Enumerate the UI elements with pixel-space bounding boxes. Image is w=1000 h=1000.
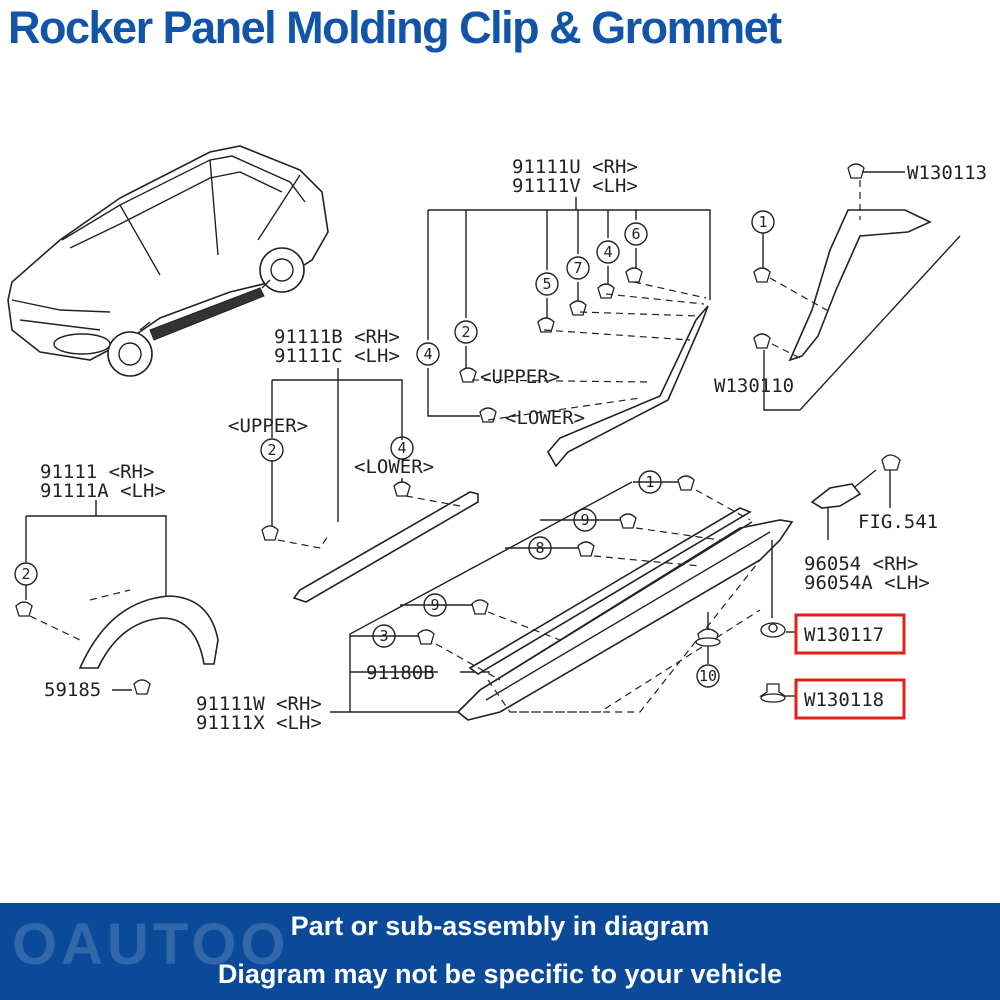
callout-9-b: 9	[430, 596, 439, 614]
watermark-logo: OAUTOO	[12, 912, 290, 977]
callout-2-mid: 2	[461, 323, 470, 341]
parts-diagram: 91111U <RH> 91111V <LH> 4 2 5 7 4 6 <UPP…	[7, 145, 987, 734]
part-number-w130118: W130118	[804, 689, 884, 711]
part-number-w130113: W130113	[907, 162, 987, 184]
callout-2-left: 2	[267, 441, 276, 459]
part-number-96054: 96054 <RH>	[804, 553, 918, 575]
part-number-91111w: 91111W <RH>	[196, 693, 322, 715]
callout-2-arch: 2	[21, 565, 30, 583]
rocker-panel-group: 1 9 8 9 3 91180B 91111W <RH> 91111X <LH>	[196, 470, 794, 734]
callout-4-b: 4	[603, 243, 612, 261]
callout-4-left: 4	[397, 439, 406, 457]
label-upper-left: <UPPER>	[228, 415, 308, 437]
figure-ref-541: FIG.541	[858, 511, 938, 533]
part-number-59185: 59185	[44, 679, 101, 701]
part-number-91111a: 91111A <LH>	[40, 480, 166, 502]
callout-8: 8	[535, 539, 544, 557]
part-number-91111v: 91111V <LH>	[512, 175, 638, 197]
part-number-96054a: 96054A <LH>	[804, 572, 930, 594]
fender-flare-group: W130113 1 W130110	[714, 162, 987, 411]
label-lower-mid: <LOWER>	[505, 407, 585, 429]
part-number-91111u: 91111U <RH>	[512, 156, 638, 178]
callout-1-rear: 1	[758, 213, 767, 231]
bracket-group: FIG.541 96054 <RH> 96054A <LH> W130117 W…	[758, 454, 938, 720]
label-upper-mid: <UPPER>	[480, 366, 560, 388]
callout-3: 3	[379, 627, 388, 645]
callout-9-a: 9	[580, 511, 589, 529]
callout-4-mid-top: 4	[423, 345, 432, 363]
upper-molding-group: 91111U <RH> 91111V <LH> 4 2 5 7 4 6 <UPP…	[416, 156, 711, 468]
footer-banner: OAUTOO Part or sub-assembly in diagram D…	[0, 903, 1000, 1000]
label-lower-left: <LOWER>	[354, 456, 434, 478]
highlight-box-w130117	[794, 613, 906, 655]
car-illustration	[7, 145, 329, 377]
part-number-91111b: 91111B <RH>	[274, 326, 400, 348]
footer-line-2: Diagram may not be specific to your vehi…	[217, 959, 783, 989]
part-number-w130117: W130117	[804, 624, 884, 646]
part-number-91111x: 91111X <LH>	[196, 712, 322, 734]
callout-6: 6	[631, 225, 640, 243]
part-number-91111: 91111 <RH>	[40, 461, 154, 483]
page-title: Rocker Panel Molding Clip & Grommet	[8, 2, 782, 53]
left-molding-group: 91111B <RH> 91111C <LH> <UPPER> 2 4 <LOW…	[228, 326, 479, 603]
callout-10: 10	[699, 667, 717, 685]
callout-1-main: 1	[645, 473, 654, 491]
part-number-91180b: 91180B	[366, 662, 435, 684]
part-number-w130110: W130110	[714, 375, 794, 397]
callout-5: 5	[542, 275, 551, 293]
highlight-box-w130118	[794, 678, 906, 720]
callout-7: 7	[573, 259, 582, 277]
wheel-arch-group: 91111 <RH> 91111A <LH> 2 59185	[14, 461, 219, 701]
part-number-91111c: 91111C <LH>	[274, 345, 400, 367]
footer-line-1: Part or sub-assembly in diagram	[290, 911, 710, 941]
